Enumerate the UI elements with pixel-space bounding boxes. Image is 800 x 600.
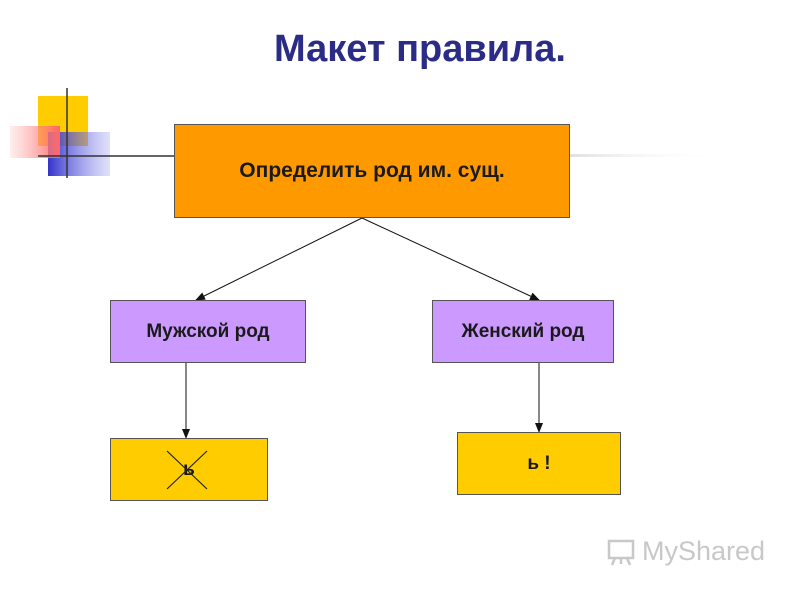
deco-fade-line bbox=[570, 154, 720, 157]
soft-sign-written-label: ь ! bbox=[527, 452, 551, 474]
soft-sign-crossed-wrap: ь bbox=[166, 450, 208, 489]
watermark-text: MyShared bbox=[642, 536, 766, 566]
masculine-label: Мужской род bbox=[146, 320, 270, 342]
soft-sign-written-box: ь ! bbox=[457, 432, 621, 495]
decorative-corner-graphic bbox=[10, 88, 720, 178]
root-box: Определить род им. сущ. bbox=[174, 124, 570, 218]
feminine-box: Женский род bbox=[432, 300, 614, 363]
cross-out-icon bbox=[166, 450, 208, 489]
arrow-root-to-masculine bbox=[195, 217, 363, 301]
feminine-label: Женский род bbox=[461, 320, 585, 342]
masculine-box: Мужской род bbox=[110, 300, 306, 363]
presentation-board-icon bbox=[607, 539, 635, 565]
watermark: MyShared bbox=[606, 536, 765, 567]
root-label: Определить род им. сущ. bbox=[239, 159, 505, 182]
slide-title: Макет правила. bbox=[274, 28, 566, 70]
arrow-root-to-feminine bbox=[361, 217, 540, 301]
deco-red-square bbox=[10, 126, 60, 158]
soft-sign-not-written-box: ь bbox=[110, 438, 268, 501]
soft-sign-crossed-label: ь bbox=[183, 458, 195, 480]
